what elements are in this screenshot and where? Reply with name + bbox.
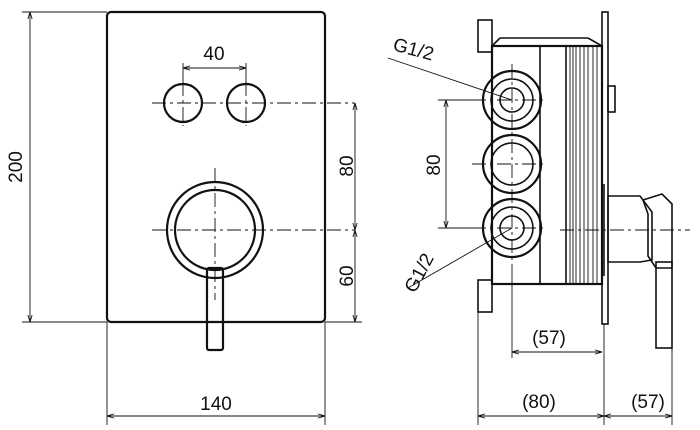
thread-top-leader <box>387 57 513 101</box>
handle-body <box>607 195 653 263</box>
dim-inner-57-label: (57) <box>532 328 566 349</box>
button-stub <box>607 85 616 113</box>
handle-inner-ring <box>173 188 257 272</box>
dim-handle-57-label: (57) <box>631 392 665 413</box>
wall-plate <box>601 11 609 325</box>
dim-port-80-label: 80 <box>424 154 445 175</box>
cover-plate <box>105 10 327 324</box>
handle-lever-side <box>655 261 673 349</box>
dim-60-label: 60 <box>337 265 358 286</box>
side-view: G1/2 G1/2 80 (57) (80) (57) <box>387 11 690 425</box>
front-view: 40 80 60 200 140 <box>6 10 362 425</box>
handle-outer-ring <box>165 180 265 280</box>
dim-200-label: 200 <box>6 151 27 183</box>
flange-top <box>477 19 493 53</box>
dim-40-label: 40 <box>203 44 224 65</box>
thread-bottom-leader <box>407 227 513 289</box>
handle-cap <box>641 193 673 269</box>
handle-lever <box>205 266 225 352</box>
dim-80-label: 80 <box>337 155 358 176</box>
flange-bottom <box>477 279 493 313</box>
dim-body-80-label: (80) <box>522 392 556 413</box>
dim-140-label: 140 <box>200 394 232 415</box>
